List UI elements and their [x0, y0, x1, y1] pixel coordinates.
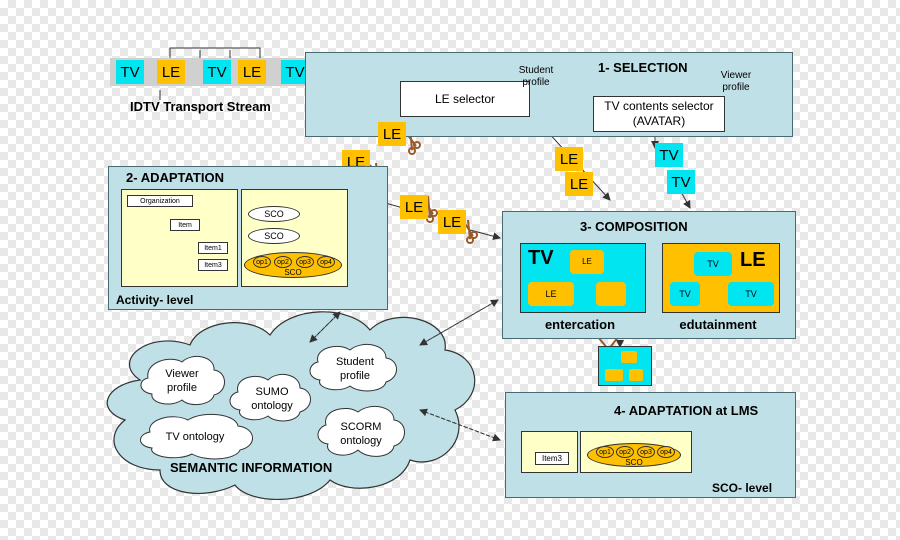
stream-token-le: LE	[238, 60, 266, 84]
item3-node: Item3	[198, 259, 228, 271]
semantic-student-line1: Student	[336, 356, 374, 368]
adaptation-title: 2- ADAPTATION	[126, 170, 224, 185]
stream-token-tv: TV	[116, 60, 144, 84]
flow-token-le: LE	[438, 210, 466, 234]
puzzle-tv: TV	[745, 289, 757, 299]
entercation-label: entercation	[544, 317, 616, 332]
op-node: op4	[317, 256, 335, 268]
student-profile-top-label: Student profile	[508, 65, 564, 89]
edutainment-le: LE	[740, 249, 766, 271]
item1-node: Item1	[198, 242, 228, 254]
tv-selector-line1: TV contents selector	[604, 99, 714, 113]
student-profile-top-line1: Student	[518, 65, 554, 76]
lms-sco-label: SCO	[625, 458, 643, 467]
lms-title: 4- ADAPTATION at LMS	[614, 403, 759, 418]
semantic-sumo-line1: SUMO	[255, 386, 289, 398]
puzzle-piece-icon: TV	[694, 252, 732, 276]
semantic-sumo-line2: ontology	[251, 400, 293, 412]
flow-token-le: LE	[400, 195, 428, 219]
viewer-profile-top-line1: Viewer	[720, 70, 752, 81]
flow-token-tv: TV	[655, 143, 683, 167]
organization-node: Organization	[127, 195, 193, 207]
student-profile-cloud	[309, 343, 397, 392]
sco-container-label: SCO	[284, 268, 302, 277]
scissors-icon	[463, 219, 478, 244]
puzzle-piece-icon: TV	[728, 282, 774, 306]
semantic-student-profile: Student profile	[326, 355, 384, 383]
puzzle-piece-icon	[621, 351, 637, 363]
puzzle-tv: TV	[707, 259, 719, 269]
op-node: op2	[274, 256, 292, 268]
viewer-profile-top-label: Viewer profile	[708, 70, 764, 94]
puzzle-le: LE	[545, 289, 557, 299]
tv-contents-selector-box: TV contents selector (AVATAR)	[593, 96, 725, 132]
lms-op-node: op1	[596, 446, 614, 458]
item-node: Item	[170, 219, 200, 231]
sco-pill: SCO	[248, 228, 300, 244]
stream-label: IDTV Transport Stream	[130, 99, 271, 114]
semantic-tv-ontology: TV ontology	[165, 431, 225, 443]
student-profile-top-line2: profile	[522, 77, 550, 88]
flow-token-le: LE	[555, 147, 583, 171]
viewer-profile-top-line2: profile	[722, 82, 750, 93]
semantic-scorm: SCORM ontology	[332, 420, 390, 448]
flow-token-le: LE	[565, 172, 593, 196]
semantic-viewer-line2: profile	[167, 382, 197, 394]
viewer-profile-cloud	[140, 355, 225, 406]
scorm-ontology-cloud	[317, 405, 405, 457]
stream-token-tv: TV	[281, 60, 309, 84]
sco-level-label: SCO- level	[712, 481, 773, 495]
le-selector-box: LE selector	[400, 81, 530, 117]
op-node: op3	[296, 256, 314, 268]
edutainment-label: edutainment	[679, 317, 757, 332]
sco-pill: SCO	[248, 206, 300, 222]
semantic-title: SEMANTIC INFORMATION	[170, 460, 333, 475]
op-node: op1	[253, 256, 271, 268]
sumo-cloud	[229, 373, 311, 422]
semantic-viewer-line1: Viewer	[165, 368, 199, 380]
selection-title: 1- SELECTION	[598, 60, 688, 75]
puzzle-piece-icon: LE	[570, 250, 604, 274]
flow-token-tv: TV	[667, 170, 695, 194]
puzzle-piece-icon: LE	[528, 282, 574, 306]
composed-content	[598, 346, 652, 386]
puzzle-le: LE	[582, 257, 592, 266]
lms-op-node: op4	[657, 446, 675, 458]
semantic-scorm-line2: ontology	[340, 435, 382, 447]
semantic-student-line2: profile	[340, 370, 370, 382]
puzzle-piece-icon: TV	[670, 282, 700, 306]
entercation-tv: TV	[528, 247, 554, 269]
semantic-scorm-line1: SCORM	[340, 421, 382, 433]
stream-token-tv: TV	[203, 60, 231, 84]
lms-op-node: op2	[616, 446, 634, 458]
puzzle-piece-icon	[605, 369, 623, 381]
stream-token-le: LE	[157, 60, 185, 84]
puzzle-piece-icon	[596, 282, 626, 306]
tv-ontology-cloud	[140, 413, 253, 460]
composition-title: 3- COMPOSITION	[580, 219, 688, 234]
flow-token-le: LE	[378, 122, 406, 146]
lms-item3-node: Item3	[535, 452, 569, 465]
semantic-sumo: SUMO ontology	[244, 385, 300, 413]
lms-op-node: op3	[637, 446, 655, 458]
semantic-viewer-profile: Viewer profile	[154, 367, 210, 395]
puzzle-piece-icon	[629, 369, 643, 381]
puzzle-tv: TV	[679, 289, 691, 299]
activity-level-label: Activity- level	[116, 293, 194, 307]
tv-selector-line2: (AVATAR)	[632, 114, 686, 128]
